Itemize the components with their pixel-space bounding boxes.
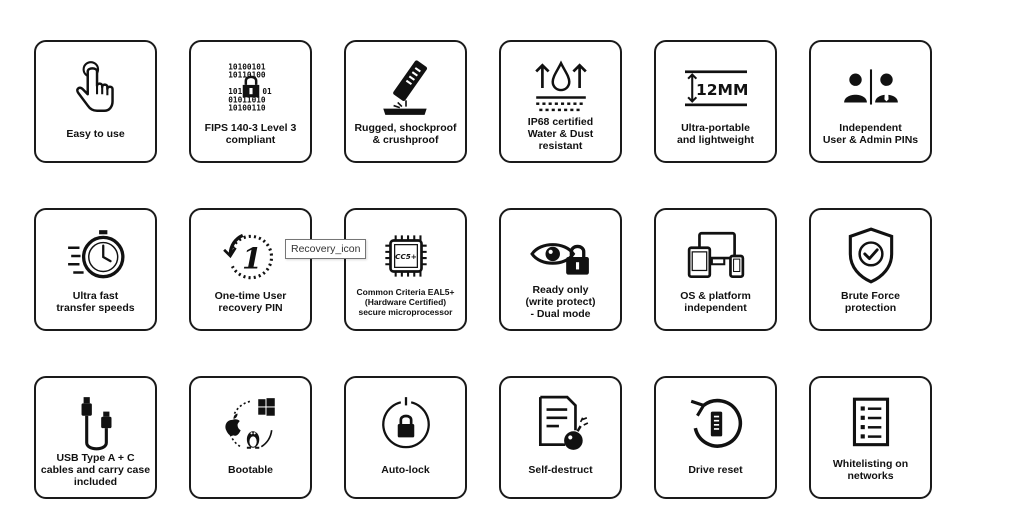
feature-label: FIPS 140-3 Level 3 compliant [204,122,297,146]
document-bomb-icon [501,390,620,458]
feature-tile-self-destruct: Self-destruct [499,376,622,499]
pointing-hand-icon [36,54,155,122]
feature-tile-write-protect: Ready only (write protect) - Dual mode [499,208,622,331]
feature-label: Ultra-portable and lightweight [677,122,754,146]
size-12mm-icon: 12MM [656,54,775,122]
feature-grid: Easy to use 10100101 10110100 01011010 1… [34,40,934,499]
feature-tile-easy-to-use: Easy to use [34,40,157,163]
devices-icon [656,222,775,290]
feature-tile-rugged: Rugged, shockproof & crushproof [344,40,467,163]
size-badge-text: 12MM [695,81,747,99]
usb-cable-icon [36,390,155,458]
feature-label: Ready only (write protect) - Dual mode [525,284,596,320]
feature-label: Common Criteria EAL5+ (Hardware Certifie… [356,287,455,317]
feature-tile-fips: 10100101 10110100 01011010 10100110 101 … [189,40,312,163]
feature-label: Rugged, shockproof & crushproof [354,122,457,146]
svg-text:10100101: 10100101 [228,62,266,71]
binary-lock-icon: 10100101 10110100 01011010 10100110 101 … [191,54,310,122]
recovery-glyph: 1 [241,241,261,275]
recovery-icon[interactable]: 1 [191,222,310,290]
feature-tile-bootable: Bootable [189,376,312,499]
auto-lock-icon [346,390,465,458]
recovery-icon-tooltip: Recovery_icon [285,239,367,259]
svg-text:10110100: 10110100 [228,71,266,80]
feature-label: Self-destruct [528,464,593,476]
feature-label: Ultra fast transfer speeds [56,290,135,314]
feature-label: USB Type A + C cables and carry case inc… [40,452,151,488]
feature-label: IP68 certified Water & Dust resistant [527,116,594,152]
feature-label: Auto-lock [381,464,430,476]
feature-tile-ip68: IP68 certified Water & Dust resistant [499,40,622,163]
stopwatch-icon [36,222,155,290]
feature-tile-transfer-speeds: Ultra fast transfer speeds [34,208,157,331]
feature-tile-usb-cables: USB Type A + C cables and carry case inc… [34,376,157,499]
eye-lock-icon [501,222,620,290]
feature-label: One-time User recovery PIN [214,290,287,314]
rugged-drive-icon [346,54,465,122]
feature-label: Drive reset [688,464,743,476]
feature-tile-independent-pins: Independent User & Admin PINs [809,40,932,163]
drive-reset-icon [656,390,775,458]
user-admin-icon [811,54,930,122]
chip-icon: CC5+ [346,222,465,290]
water-dust-icon [501,54,620,122]
feature-label: Easy to use [66,128,125,140]
feature-label: Bootable [228,464,273,476]
svg-text:10100110: 10100110 [228,104,266,113]
shield-check-icon [811,222,930,290]
feature-label: Brute Force protection [841,290,900,314]
svg-text:101: 101 [228,87,242,96]
feature-tile-os-independent: OS & platform independent [654,208,777,331]
svg-text:01011010: 01011010 [228,95,266,104]
feature-tile-whitelisting: Whitelisting on networks [809,376,932,499]
feature-tile-common-criteria: CC5+ Common Criteria EAL5+ (Hardware Cer… [344,208,467,331]
feature-tile-auto-lock: Auto-lock [344,376,467,499]
feature-tile-recovery-pin[interactable]: 1 One-time User recovery PIN [189,208,312,331]
chip-badge-text: CC5+ [395,252,417,261]
feature-label: Whitelisting on networks [832,458,909,482]
checklist-icon [811,390,930,458]
os-cycle-icon [191,390,310,458]
feature-label: OS & platform independent [680,290,751,314]
feature-tile-brute-force: Brute Force protection [809,208,932,331]
feature-label: Independent User & Admin PINs [822,122,919,146]
feature-tile-drive-reset: Drive reset [654,376,777,499]
feature-tile-ultra-portable: 12MM Ultra-portable and lightweight [654,40,777,163]
svg-text:01: 01 [262,87,272,96]
